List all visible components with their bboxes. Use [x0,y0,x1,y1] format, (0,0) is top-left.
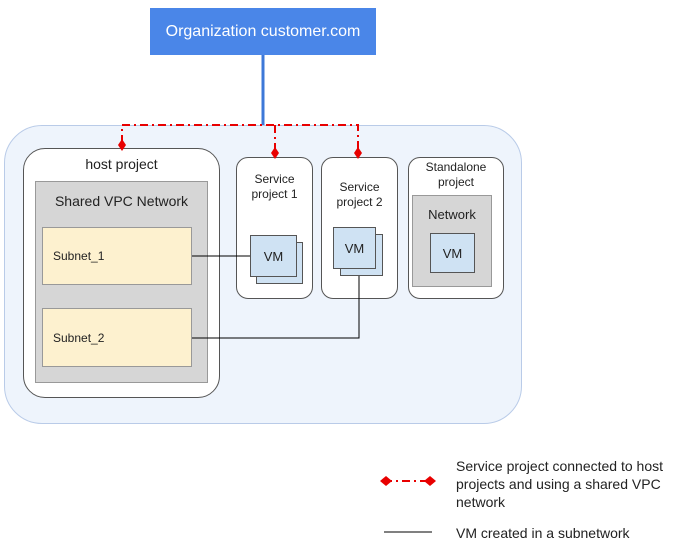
subnet-2-vm-link [192,276,360,339]
subnet-2-node: Subnet_2 [42,308,192,367]
organization-label: Organization customer.com [165,22,361,40]
subnet-1-node: Subnet_1 [42,227,192,285]
subnet-1-label: Subnet_1 [53,249,105,263]
standalone-vm-label: VM [442,245,463,261]
host-project-connection-diamond [118,139,126,151]
shared-vpc-network-label: Shared VPC Network [54,193,189,209]
service-project-2-connection-diamond [354,147,362,159]
shared-vpc-connection-line [121,124,359,150]
legend-connection-label: Service project connected to host projec… [456,458,664,510]
service-project-1-label: Service project 1 [251,172,298,201]
standalone-network-label: Network [428,207,476,222]
standalone-project-label: Standalone project [425,160,487,189]
subnet-2-label: Subnet_2 [53,330,105,345]
service-project-2-vm: VM [333,227,376,269]
legend-connection-symbol [380,476,436,486]
service-project-1-connection-diamond [271,147,279,159]
organization-node: Organization customer.com [150,8,376,55]
service-project-1-vm: VM [250,235,297,277]
legend-vm-subnet-label: VM created in a subnetwork [456,525,630,541]
host-project-label: host project [85,156,158,172]
service-project-2-vm-label: VM [344,240,365,256]
service-project-1-vm-label: VM [263,248,284,264]
standalone-vm: VM [430,233,475,273]
service-project-2-label: Service project 2 [336,180,383,209]
